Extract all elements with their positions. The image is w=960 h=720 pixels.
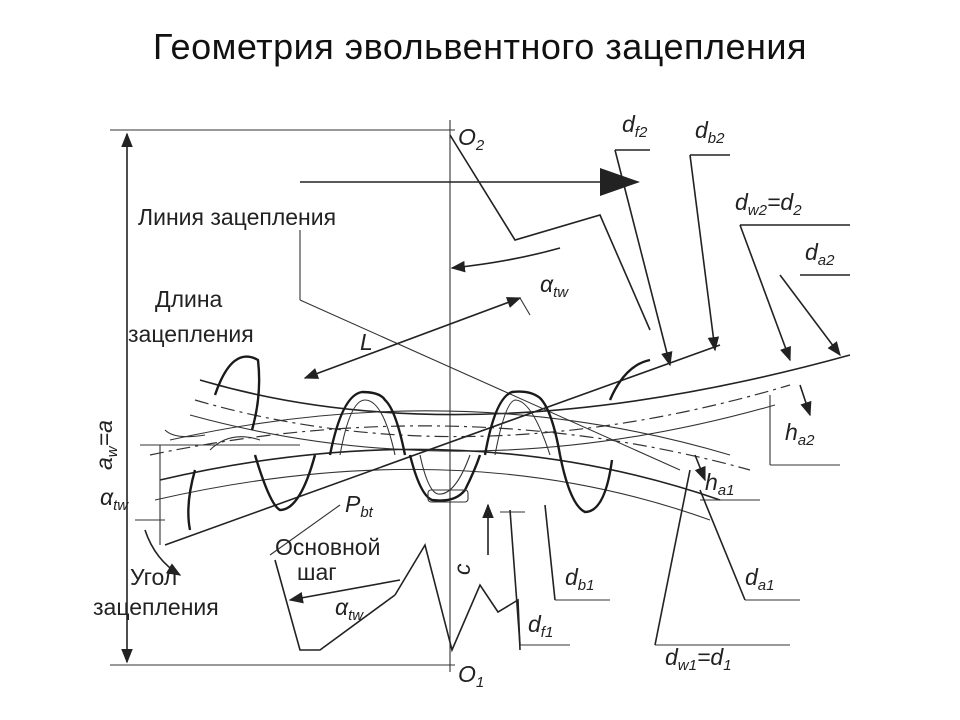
db2-label: db2 bbox=[695, 117, 725, 147]
length-L-label: L bbox=[360, 329, 373, 355]
df1-label: df1 bbox=[528, 611, 553, 641]
length-of-action-label-2: зацепления bbox=[128, 321, 254, 347]
dw2-label: dw2=d2 bbox=[735, 189, 802, 219]
gear1-flank-sketch bbox=[394, 542, 521, 653]
angle-arc-top bbox=[450, 247, 561, 273]
pressure-angle-label-2: зацепления bbox=[93, 594, 219, 620]
bottom-right-leaders bbox=[500, 469, 800, 646]
gear1-circles bbox=[149, 410, 751, 521]
length-of-action-label: Длина bbox=[155, 286, 223, 312]
o1-label: O1 bbox=[458, 661, 484, 691]
ha2-label: ha2 bbox=[785, 419, 815, 449]
length-of-action-arrow bbox=[303, 297, 522, 379]
da2-label: da2 bbox=[805, 239, 835, 269]
left-angle-marks bbox=[135, 444, 300, 576]
top-right-leaders bbox=[614, 149, 850, 367]
alpha-tw-top-label: αtw bbox=[540, 271, 569, 301]
aw-label: aw=a bbox=[91, 420, 121, 470]
clearance-label: c bbox=[449, 563, 475, 575]
center-distance-dimension bbox=[110, 129, 455, 666]
gear2-flank-sketch bbox=[449, 134, 651, 331]
page-title: Геометрия эвольвентного зацепления bbox=[152, 26, 808, 67]
alpha-tw-left-label: αtw bbox=[100, 484, 129, 514]
dw1-label: dw1=d1 bbox=[665, 644, 732, 674]
db1-label: db1 bbox=[565, 564, 594, 594]
base-pitch-label-2: шаг bbox=[297, 559, 337, 585]
df2-label: df2 bbox=[622, 111, 648, 141]
pressure-angle-label: Угол bbox=[130, 564, 177, 590]
o2-label: O2 bbox=[458, 124, 485, 154]
line-of-action-label: Линия зацепления bbox=[138, 204, 336, 230]
addendum-dimensions bbox=[694, 384, 840, 501]
base-pitch-label: Основной bbox=[275, 534, 380, 560]
gear2-circles bbox=[189, 354, 851, 452]
ha1-label: ha1 bbox=[705, 469, 734, 499]
da1-label: da1 bbox=[745, 564, 774, 594]
gear-teeth bbox=[164, 355, 651, 531]
pbt-label: Pbt bbox=[345, 491, 374, 521]
alpha-tw-bottom-label: αtw bbox=[335, 594, 364, 624]
angle-arrow-bottom bbox=[288, 579, 401, 604]
